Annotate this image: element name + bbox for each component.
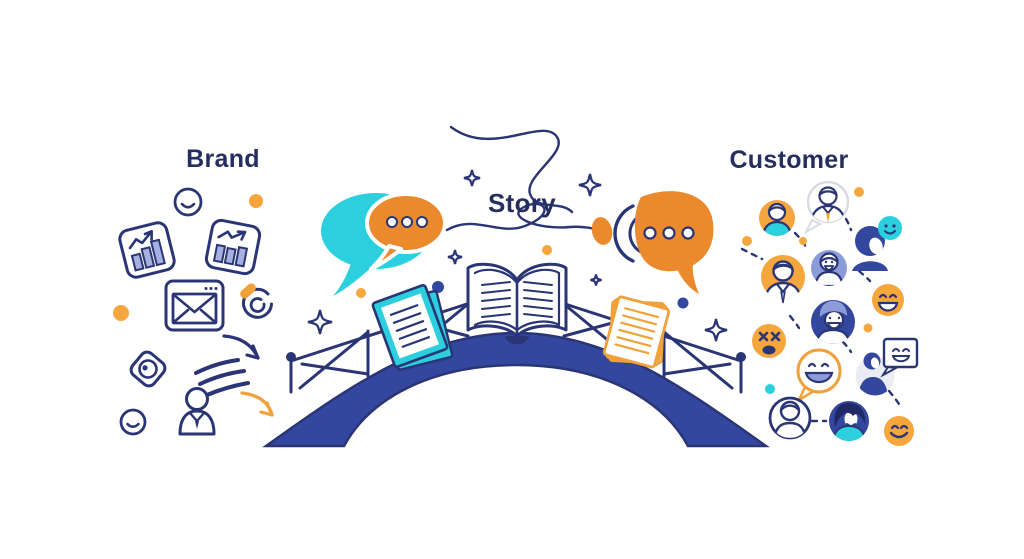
story-group: Story [308, 125, 727, 371]
squiggle-line-top [449, 125, 574, 214]
open-book-icon [466, 262, 568, 345]
orange-dot [249, 194, 263, 208]
smiley-icon [119, 408, 147, 436]
orange-document-icon [602, 295, 671, 369]
orange-dot [863, 323, 873, 333]
bridge-group [262, 301, 770, 448]
customer-group: Customer [729, 146, 919, 446]
mini-smiley-cyan-icon [878, 216, 902, 240]
emoji-smile-icon [884, 416, 914, 446]
avatar-man-periwinkle-tie [761, 255, 805, 304]
person-with-sign-icon [855, 337, 919, 396]
avatar-woman-cyan-shirt [829, 401, 869, 441]
avatar-woman-silhouette [852, 216, 902, 271]
link-swirl-icon [240, 283, 273, 319]
avatar-man-periwinkle-bg [811, 250, 847, 286]
customer-label: Customer [729, 146, 848, 174]
brand-label: Brand [186, 145, 260, 173]
chat-bubbles-icon [321, 192, 447, 296]
shout-bubble-icon [591, 191, 714, 294]
orange-dot [113, 305, 129, 321]
bridge-arch [262, 331, 770, 448]
curved-arrow-orange-icon [240, 391, 274, 417]
emoji-dead-icon [752, 324, 786, 358]
story-label: Story [488, 188, 556, 218]
orange-dot [356, 288, 366, 298]
orange-dot [854, 187, 864, 197]
bar-chart-icon-left [118, 221, 176, 279]
curved-arrow-navy-icon [222, 334, 260, 360]
avatar-man-cyan-shirt [759, 200, 795, 236]
email-window-icon [164, 279, 225, 332]
bubble-laughing-icon [796, 348, 842, 404]
cyan-dot [765, 384, 775, 394]
smiley-icon [173, 187, 203, 217]
bar-chart-icon-right [204, 218, 262, 276]
navy-dot [432, 281, 444, 293]
orange-dot [799, 237, 807, 245]
gem-icon [129, 350, 167, 388]
navy-dot [677, 297, 689, 309]
connector-dashes [740, 217, 901, 423]
avatar-man-navy-bg [811, 300, 855, 344]
motion-dashes-icon [194, 358, 250, 397]
emoji-laughing-icon [872, 284, 904, 316]
railing-ball-left [286, 352, 296, 362]
person-icon [178, 387, 216, 436]
avatar-man-outline [768, 396, 812, 440]
orange-dot [542, 245, 552, 255]
railing-ball-right [736, 352, 746, 362]
sparkle-icon [308, 170, 727, 341]
avatar-man-bubble-tie [803, 180, 850, 235]
brand-group: Brand [113, 145, 274, 436]
orange-dot [742, 236, 752, 246]
squiggle-line-bottom [445, 202, 602, 232]
cyan-document-icon [371, 284, 454, 371]
